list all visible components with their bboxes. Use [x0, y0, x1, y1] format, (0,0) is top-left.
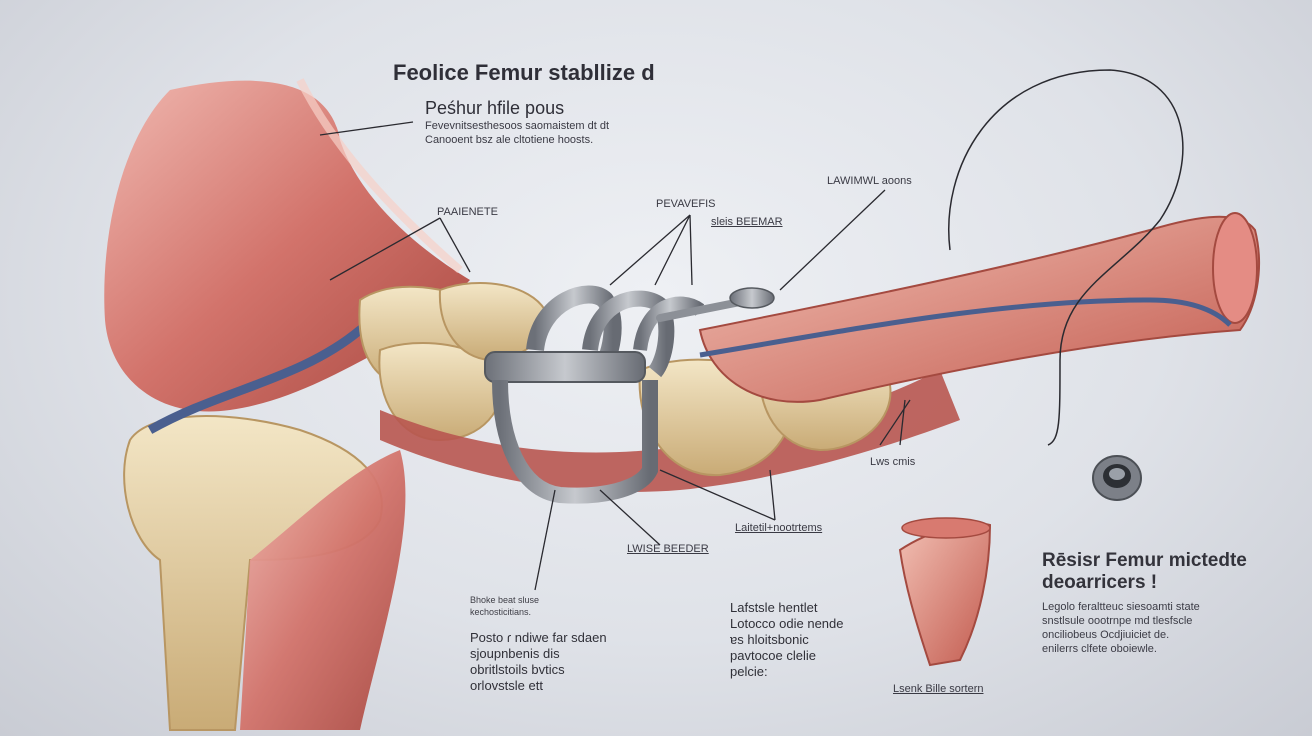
- upper-muscle-tendon: [296, 78, 463, 274]
- clamp-ring-3: [633, 296, 705, 352]
- intro-line-2: Canooent bsz ale cltotiene hoosts.: [425, 134, 594, 146]
- ring-implant-icon: [1092, 455, 1142, 501]
- clamp-ring-1: [526, 285, 622, 377]
- clamp-screw-head: [729, 287, 775, 309]
- nerve-right: [699, 297, 1232, 358]
- right-femur-end: [1212, 212, 1258, 324]
- callout-lawimwl-aoons: LAWIMWL aoons: [827, 175, 912, 187]
- right-heading: Rēsisr Femur mictedte deoarricers !: [1042, 550, 1247, 593]
- bone-fragment-icon: [898, 517, 992, 667]
- right-caption: Lsenk Bille sortern: [893, 683, 984, 695]
- intro-line-1: Fevevnitsesthesoos saomaistem dt dt: [425, 120, 610, 132]
- callout-laitetil: Laitetil+nootrtems: [735, 522, 823, 534]
- clamp-lower-cage: [492, 379, 658, 504]
- leader-lines: [319, 121, 911, 591]
- callout-paaienete: PAAIENETE: [437, 206, 498, 218]
- note-center: Lafstsle hentlet Lotocco odie nende ɐs h…: [730, 600, 844, 679]
- right-body: Legolo feraltteuc siesoamti state snstls…: [1042, 601, 1200, 655]
- lower-muscle: [240, 450, 406, 730]
- callout-lws-cmis: Lws cmis: [870, 456, 916, 468]
- decorative-wire: [948, 69, 1184, 446]
- callout-lwise-beeder: LWISE BEEDER: [627, 543, 709, 555]
- callout-pevavefs: PEVAVEFIS: [656, 198, 716, 210]
- diagram-title: Feolice Femur stabllize d: [393, 60, 655, 85]
- note-left: Posto ɾ ndiwe far sdaen sjoupnbenis dis …: [470, 630, 607, 693]
- clamp-bar: [484, 351, 646, 383]
- diagram-subtitle: Peśhur hfile pous: [425, 98, 565, 118]
- callout-sleis-beemar: sleis BEEMAR: [711, 216, 783, 228]
- vertebra-2: [378, 341, 503, 442]
- clamp-ring-2: [582, 290, 675, 378]
- callout-fihoke: Bhoke beat sluse kechosticitians.: [470, 595, 540, 617]
